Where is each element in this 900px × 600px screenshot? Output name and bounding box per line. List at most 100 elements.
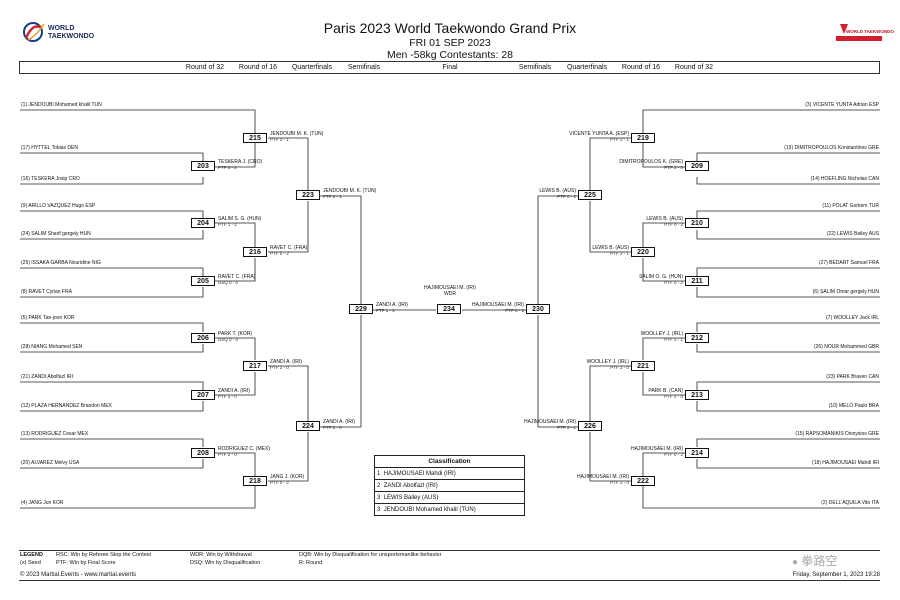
match-winner: SALIM O. G. (HUN) bbox=[639, 274, 683, 280]
logo-right: WORLD TAEKWONDO bbox=[834, 20, 894, 50]
match-winner: HAJIMOUSAEI M. (IRI) bbox=[577, 474, 629, 480]
match-score: DSQ 0 - 0 bbox=[218, 337, 239, 342]
paris-grand-prix-logo-icon bbox=[836, 24, 882, 41]
final-match-box[interactable]: 234 bbox=[437, 304, 461, 314]
match-winner: HAJIMOUSAEI M. (IRI) bbox=[631, 446, 683, 452]
match-box[interactable]: 213 bbox=[685, 390, 709, 400]
match-box[interactable]: 229 bbox=[349, 304, 373, 314]
match-box[interactable]: 208 bbox=[191, 448, 215, 458]
classification-name: HAJIMOUSAEI Mahdi (IRI) bbox=[383, 470, 456, 477]
entrant-left: (5) PARK Tae-joon KOR bbox=[21, 315, 75, 321]
classification-rank: 3 bbox=[377, 506, 381, 513]
match-winner: RAVET C. (FRA) bbox=[218, 274, 256, 280]
match-score: PTF 0 - 2 bbox=[664, 222, 683, 227]
match-score: PTF 2 - 1 bbox=[270, 137, 289, 142]
entrant-left: (1) JENDOUBI Mohamed khalil TUN bbox=[21, 102, 102, 108]
entrant-right: (10) MELO Paulo BRA bbox=[828, 403, 879, 409]
page-title: Paris 2023 World Taekwondo Grand Prix bbox=[323, 20, 577, 36]
classification-name: JENDOUBI Mohamed khalil (TUN) bbox=[383, 506, 476, 513]
match-winner: LEWIS B. (AUS) bbox=[646, 216, 683, 222]
entrant-left: (9) ARILLO VAZQUEZ Hugo ESP bbox=[21, 203, 96, 209]
match-score: PTF 0 - 2 bbox=[218, 165, 237, 170]
match-box[interactable]: 221 bbox=[631, 361, 655, 371]
classification-table: Classification 1 HAJIMOUSAEI Mahdi (IRI)… bbox=[374, 455, 525, 516]
match-box[interactable]: 211 bbox=[685, 276, 709, 286]
match-box[interactable]: 209 bbox=[685, 161, 709, 171]
classification-name: ZANDI Abolfazl (IRI) bbox=[383, 482, 438, 489]
entrant-right: (19) DIMITROPOULOS Konstantinos GRE bbox=[784, 145, 879, 151]
match-box[interactable]: 216 bbox=[243, 247, 267, 257]
match-winner: HAJIMOUSAEI M. (IRI) bbox=[472, 302, 524, 308]
match-box[interactable]: 204 bbox=[191, 218, 215, 228]
entrant-right: (11) POLAT Gorkem TUR bbox=[822, 203, 879, 209]
match-box[interactable]: 226 bbox=[578, 421, 602, 431]
wechat-icon: ● bbox=[792, 557, 799, 568]
match-box[interactable]: 205 bbox=[191, 276, 215, 286]
match-box[interactable]: 218 bbox=[243, 476, 267, 486]
match-score: PTF 0 - 2 bbox=[270, 480, 289, 485]
round-label-final: Final bbox=[442, 64, 458, 71]
match-box[interactable]: 219 bbox=[631, 133, 655, 143]
classification-rank: 2 bbox=[377, 482, 381, 489]
match-box[interactable]: 207 bbox=[191, 390, 215, 400]
match-winner: JENDOUBI M. K. (TUN) bbox=[323, 188, 377, 194]
round-label-left-sf: Semifinals bbox=[347, 64, 381, 71]
legend-item: PTF: Win by Final Score bbox=[56, 560, 116, 566]
legend-item: RSC: Win by Referee Stop the Contest bbox=[56, 552, 152, 558]
match-box[interactable]: 206 bbox=[191, 333, 215, 343]
match-winner: PARK B. (CAN) bbox=[648, 388, 683, 394]
event-date: FRI 01 SEP 2023 bbox=[409, 37, 491, 49]
match-winner: PARK T. (KOR) bbox=[218, 331, 252, 337]
match-score: PTF 2 - 0 bbox=[270, 365, 289, 370]
entrant-left: (25) ISSAKA GARBA Nouridine NIG bbox=[21, 260, 101, 266]
match-winner: RODRIGUEZ C. (MEX) bbox=[218, 446, 270, 452]
entrant-left: (8) RAVET Cyrian FRA bbox=[21, 289, 72, 295]
match-box[interactable]: 223 bbox=[296, 190, 320, 200]
entrant-left: (17) HYTTEL Tobias DEN bbox=[21, 145, 78, 151]
match-box[interactable]: 230 bbox=[526, 304, 550, 314]
match-box[interactable]: 214 bbox=[685, 448, 709, 458]
match-score: PTF 2 - 1 bbox=[323, 194, 342, 199]
match-score: PTF 0 - 2 bbox=[664, 280, 683, 285]
entrant-right: (15) RAPSOMANIKIS Dionysios GRE bbox=[795, 431, 879, 437]
match-box[interactable]: 212 bbox=[685, 333, 709, 343]
match-box[interactable]: 220 bbox=[631, 247, 655, 257]
entrant-right: (18) HAJIMOUSAEI Mahdi IRI bbox=[812, 460, 879, 466]
entrant-right: (3) VICENTE YUNTA Adrian ESP bbox=[805, 102, 879, 108]
entrant-right: (2) DELL'AQUILA Vito ITA bbox=[821, 500, 879, 506]
match-winner: LEWIS B. (AUS) bbox=[592, 245, 629, 251]
classification-cell: 3 JENDOUBI Mohamed khalil (TUN) bbox=[374, 503, 525, 516]
entrant-right: (7) WOOLLEY Jack IRL bbox=[826, 315, 879, 321]
match-box[interactable]: 224 bbox=[296, 421, 320, 431]
match-box[interactable]: 217 bbox=[243, 361, 267, 371]
classification-title: Classification bbox=[374, 455, 525, 468]
classification-rank: 1 bbox=[377, 470, 381, 477]
entrant-right: (22) LEWIS Bailey AUS bbox=[826, 231, 879, 237]
entrant-left: (28) NIANG Mohamed SEN bbox=[21, 344, 83, 350]
entrant-left: (16) TESKERA Josip CRO bbox=[21, 176, 80, 182]
match-score: PTF 2 - 1 bbox=[610, 251, 629, 256]
match-score: PTF 2 - 1 bbox=[610, 137, 629, 142]
match-box[interactable]: 210 bbox=[685, 218, 709, 228]
classification-cell: 2 ZANDI Abolfazl (IRI) bbox=[374, 479, 525, 492]
match-winner: ZANDI A. (IRI) bbox=[323, 419, 355, 425]
match-score: PTF 2 - 1 bbox=[664, 337, 683, 342]
classification-header-row: Classification bbox=[374, 455, 525, 468]
match-box[interactable]: 225 bbox=[578, 190, 602, 200]
final-result: WDR bbox=[444, 291, 456, 297]
match-score: PTF 1 - 2 bbox=[376, 308, 395, 313]
round-label-right-r32: Round of 32 bbox=[674, 64, 714, 71]
match-winner: ZANDI A. (IRI) bbox=[376, 302, 408, 308]
logo-left-text: WORLD TAEKWONDO bbox=[48, 25, 95, 40]
classification-rank: 3 bbox=[377, 494, 381, 501]
match-box[interactable]: 222 bbox=[631, 476, 655, 486]
legend-item: DSQ: Win by Disqualification bbox=[190, 560, 261, 566]
match-box[interactable]: 203 bbox=[191, 161, 215, 171]
round-label-right-r16: Round of 16 bbox=[621, 64, 661, 71]
logo-right-text: WORLD TAEKWONDO bbox=[846, 29, 894, 34]
match-score: PTF 0 - 2 bbox=[664, 452, 683, 457]
match-score: DSQ 0 - 0 bbox=[218, 280, 239, 285]
match-box[interactable]: 215 bbox=[243, 133, 267, 143]
match-winner: WOOLLEY J. (IRL) bbox=[586, 359, 629, 365]
